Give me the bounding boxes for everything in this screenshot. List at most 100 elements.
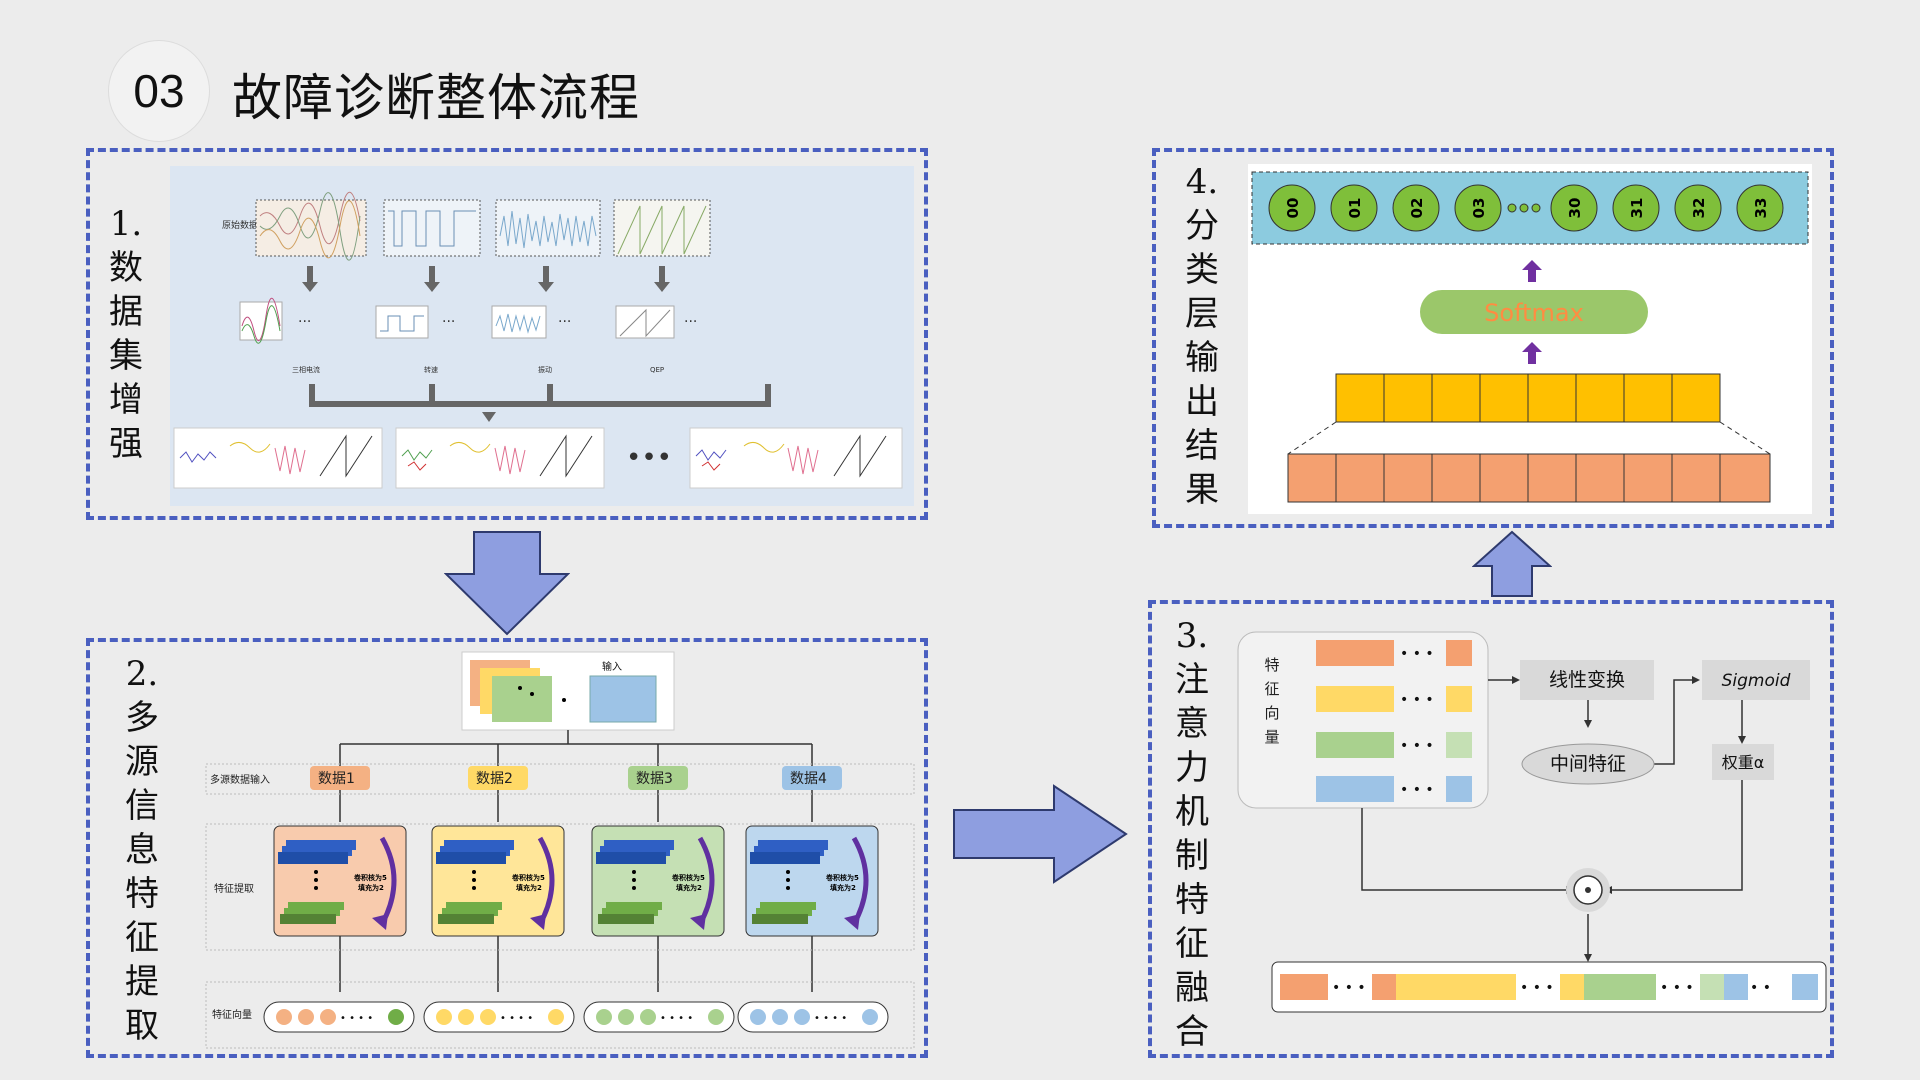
section-number-badge: 03 [108, 40, 210, 142]
svg-text:特: 特 [1264, 656, 1279, 674]
linear-transform-label: 线性变换 [1549, 669, 1625, 691]
attention-flow-lines [1361, 679, 1743, 954]
panel-multisource-feature-extraction: 2. 多 源 信 息 特 征 提 取 输入 多源数据输入 特征提取 特征向量 [86, 638, 928, 1058]
up-arrow-softmax [1522, 260, 1542, 282]
elementwise-product-icon [1585, 887, 1591, 893]
svg-text:征: 征 [1264, 680, 1279, 698]
up-arrow-dense [1522, 342, 1542, 364]
class-outputs: 00 01 02 03 30 31 32 33 [1268, 184, 1784, 232]
seg-dots-4: ··· [684, 314, 697, 330]
seg-dots-1: ··· [298, 314, 311, 330]
signal-label-qep: QEP [650, 366, 664, 374]
raw-signal-4 [613, 199, 711, 257]
section-number: 03 [133, 65, 185, 117]
panel-attention-fusion: 3. 注 意 力 机 制 特 征 融 合 特 征 向 量 • • • • • •… [1148, 600, 1834, 1058]
svg-text:填充为2: 填充为2 [676, 883, 702, 892]
flatten-layer [1287, 453, 1771, 503]
signal-label-vibration: 振动 [538, 365, 552, 374]
conv-block-4: 卷积核为5 填充为2 [745, 825, 879, 937]
conv-block-1: 卷积核为5 填充为2 [273, 825, 407, 937]
panel-dataset-augmentation: 1. 数 据 集 增 强 原始数据 [86, 148, 928, 520]
down-arrows [302, 266, 670, 292]
svg-text:• • •: • • • [1400, 692, 1434, 708]
panel-classification-output: 4. 分 类 层 输 出 结 果 00 01 02 03 30 31 32 33… [1152, 148, 1834, 528]
feature-vector-3: • • • • [583, 1001, 735, 1033]
raw-signal-2 [383, 199, 481, 257]
seg-dots-3: ··· [558, 314, 571, 330]
arrow-down-1-to-2 [444, 531, 570, 636]
softmax-label: Softmax [1484, 299, 1584, 327]
fused-vector: • • • • • • • • • • • [1280, 974, 1818, 1000]
svg-text:量: 量 [1264, 728, 1279, 746]
combined-sample-2 [395, 427, 605, 489]
feature-vector-1: • • • • [263, 1001, 415, 1033]
dense-layer [1335, 373, 1721, 423]
row-label-feature-extract: 特征提取 [214, 883, 254, 895]
classification-figure: 00 01 02 03 30 31 32 33 Softmax [1248, 164, 1812, 514]
data-box-1: 数据1 [318, 771, 355, 787]
seg-dots-2: ··· [442, 314, 455, 330]
svg-text:• • •: • • • [1400, 738, 1434, 754]
svg-text:填充为2: 填充为2 [830, 883, 856, 892]
class-00: 00 [1284, 198, 1302, 219]
weight-alpha-label: 权重α [1722, 753, 1765, 772]
class-03: 03 [1470, 198, 1488, 219]
class-31: 31 [1628, 198, 1646, 219]
merge-bracket [309, 384, 771, 407]
svg-text:• • •: • • • [1660, 980, 1694, 996]
augmentation-figure: 原始数据 ··· [170, 166, 914, 506]
arrow-up-3-to-4 [1472, 530, 1552, 597]
svg-text:向: 向 [1264, 704, 1279, 722]
feature-row-blue: • • • [1316, 776, 1472, 802]
row-label-multisource: 多源数据输入 [210, 773, 270, 786]
svg-text:• • • •: • • • • [814, 1013, 847, 1024]
panel4-vertical-label: 4. 分 类 层 输 出 结 果 [1185, 162, 1219, 510]
svg-text:卷积核为5: 卷积核为5 [826, 873, 859, 882]
class-33: 33 [1752, 198, 1770, 219]
raw-signal-1 [255, 191, 367, 261]
combined-sample-1 [173, 427, 383, 489]
class-01: 01 [1346, 198, 1364, 219]
data-box-2: 数据2 [476, 771, 513, 787]
svg-text:卷积核为5: 卷积核为5 [354, 873, 387, 882]
feature-vector-2: • • • • [423, 1001, 575, 1033]
signal-label-speed: 转速 [424, 365, 438, 374]
svg-text:• • • •: • • • • [500, 1013, 533, 1024]
svg-text:• • •: • • • [1332, 980, 1366, 996]
feature-row-green: • • • [1316, 732, 1472, 758]
svg-text:• • • •: • • • • [340, 1013, 373, 1024]
feature-vector-4: • • • • [737, 1001, 889, 1033]
svg-text:卷积核为5: 卷积核为5 [672, 873, 705, 882]
panel1-vertical-label: 1. 数 据 集 增 强 [109, 204, 143, 464]
class-32: 32 [1690, 198, 1708, 219]
class-30: 30 [1566, 198, 1584, 219]
combined-more-dots: ••• [626, 443, 672, 473]
svg-text:• •: • • [1750, 980, 1771, 996]
row-label-feature-vector: 特征向量 [212, 1008, 252, 1021]
raw-signal-3 [495, 199, 601, 257]
input-label: 输入 [602, 660, 622, 673]
svg-text:• • • •: • • • • [660, 1013, 693, 1024]
svg-text:• • •: • • • [1400, 782, 1434, 798]
sigmoid-label: Sigmoid [1722, 671, 1791, 691]
intermediate-feature-label: 中间特征 [1550, 753, 1626, 775]
svg-text:卷积核为5: 卷积核为5 [512, 873, 545, 882]
attention-figure: 特 征 向 量 • • • • • • • • • • • • [1237, 631, 1827, 1013]
feature-row-yellow: • • • [1316, 686, 1472, 712]
feature-row-orange: • • • [1316, 640, 1472, 666]
data-box-3: 数据3 [636, 771, 673, 787]
svg-text:填充为2: 填充为2 [516, 883, 542, 892]
svg-text:填充为2: 填充为2 [358, 883, 384, 892]
arrow-right-2-to-3 [953, 784, 1128, 884]
svg-text:• • •: • • • [1400, 646, 1434, 662]
combined-sample-3 [689, 427, 903, 489]
conv-block-3: 卷积核为5 填充为2 [591, 825, 725, 937]
panel3-vertical-label: 3. 注 意 力 机 制 特 征 融 合 [1175, 616, 1209, 1052]
class-02: 02 [1408, 198, 1426, 219]
data-box-4: 数据4 [790, 771, 827, 787]
page-title: 故障诊断整体流程 [232, 69, 640, 127]
signal-label-current: 三相电流 [292, 365, 320, 374]
tree-lines [339, 730, 813, 992]
panel2-vertical-label: 2. 多 源 信 息 特 征 提 取 [125, 654, 159, 1046]
svg-text:• • •: • • • [1520, 980, 1554, 996]
